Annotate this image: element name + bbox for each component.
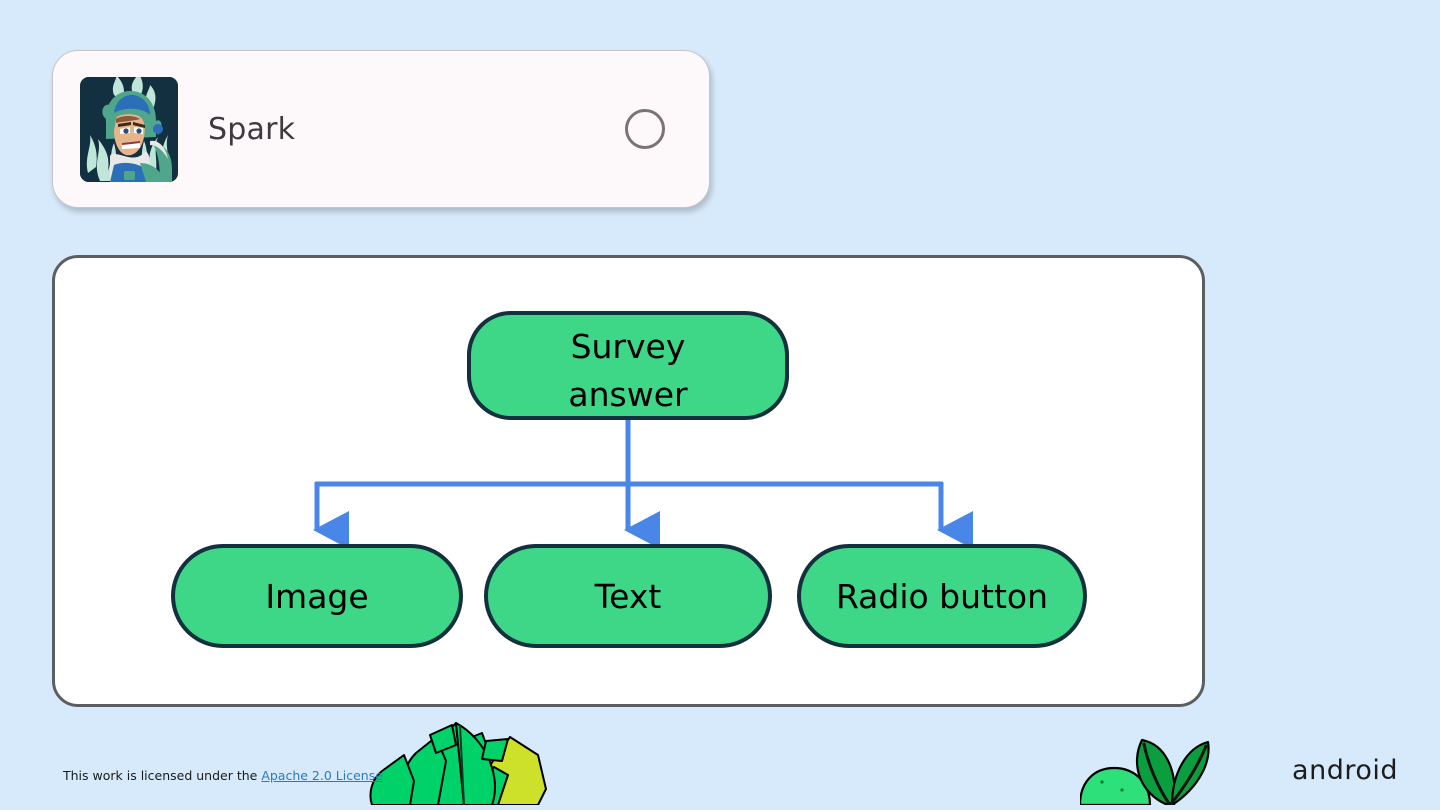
node-survey-answer-label-line2: answer bbox=[568, 375, 688, 414]
node-image: Image bbox=[171, 544, 463, 648]
node-text-label: Text bbox=[594, 577, 662, 616]
node-radio-button-label: Radio button bbox=[836, 577, 1048, 616]
node-survey-answer-label-line1: Survey bbox=[571, 327, 686, 366]
avatar bbox=[80, 76, 178, 182]
node-image-label: Image bbox=[265, 577, 368, 616]
node-radio-button: Radio button bbox=[797, 544, 1087, 648]
contact-name: Spark bbox=[208, 111, 296, 147]
android-wordmark: android bbox=[1292, 755, 1398, 786]
diagram-card: Survey answer Image Text Radio button bbox=[52, 255, 1205, 707]
hierarchy-diagram: Survey answer Image Text Radio button bbox=[171, 311, 1087, 648]
apache-license-link[interactable]: Apache 2.0 License bbox=[261, 768, 383, 783]
leaf-sprig-decoration bbox=[1078, 720, 1260, 810]
monstera-leaf-decoration bbox=[360, 715, 600, 810]
node-survey-answer: Survey answer bbox=[467, 311, 789, 420]
license-prefix: This work is licensed under the bbox=[63, 768, 262, 783]
license-note: This work is licensed under the Apache 2… bbox=[63, 768, 383, 783]
spark-card[interactable]: Spark bbox=[52, 50, 710, 208]
node-text: Text bbox=[484, 544, 772, 648]
radio-button-unselected-icon[interactable] bbox=[625, 109, 665, 149]
